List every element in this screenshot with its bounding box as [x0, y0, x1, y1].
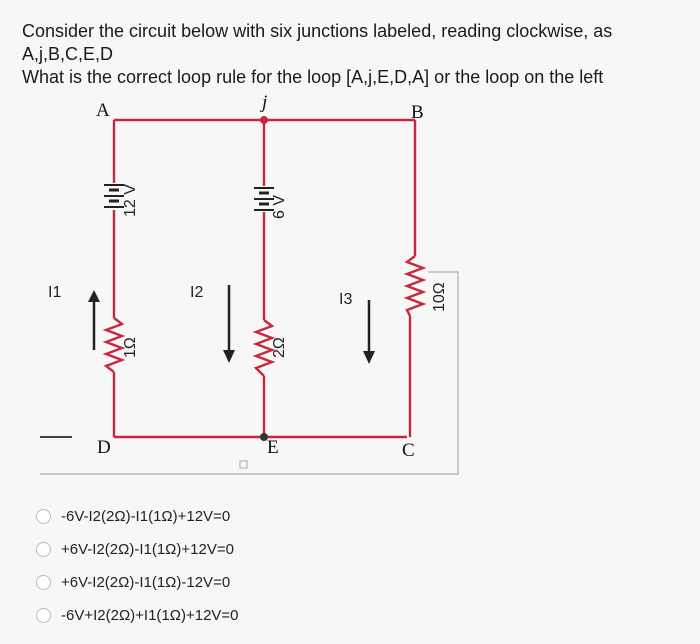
junction-c-label: C [402, 440, 415, 461]
resistor-10ohm-label: 10Ω [431, 282, 448, 312]
question-line-1: Consider the circuit below with six junc… [22, 21, 613, 64]
current-label-i2: I2 [190, 284, 203, 301]
right-bracket-line [40, 271, 459, 475]
battery-6v-symbol [254, 187, 274, 211]
battery-6v-label: 6 V [271, 195, 288, 219]
current-arrow-i1 [88, 290, 100, 350]
junction-e-dot [260, 433, 268, 441]
option-1[interactable]: -6V-I2(2Ω)-I1(1Ω)+12V=0 [36, 500, 396, 533]
radio-button[interactable] [36, 575, 51, 590]
option-3-label: +6V-I2(2Ω)-I1(1Ω)-12V=0 [61, 574, 231, 591]
radio-button[interactable] [36, 542, 51, 557]
radio-button[interactable] [36, 509, 51, 524]
junction-j-dot [260, 116, 268, 124]
resistor-10ohm-symbol [403, 255, 427, 317]
bottom-handle [239, 460, 248, 469]
battery-12v-label: 12 V [122, 184, 139, 217]
junction-d-label: D [97, 437, 111, 458]
question-line-2: What is the correct loop rule for the lo… [22, 67, 604, 87]
option-4-label: -6V+I2(2Ω)+I1(1Ω)+12V=0 [61, 607, 239, 624]
resistor-1ohm-symbol [102, 317, 126, 373]
option-3[interactable]: +6V-I2(2Ω)-I1(1Ω)-12V=0 [36, 566, 396, 599]
junction-j-label: j [259, 92, 267, 113]
current-label-i3: I3 [339, 291, 352, 308]
current-label-i1: I1 [48, 284, 61, 301]
option-2[interactable]: +6V-I2(2Ω)-I1(1Ω)+12V=0 [36, 533, 396, 566]
option-1-label: -6V-I2(2Ω)-I1(1Ω)+12V=0 [61, 508, 231, 525]
resistor-2ohm-label: 2Ω [271, 337, 288, 358]
current-arrow-i3 [363, 300, 375, 364]
current-arrow-i2 [223, 285, 235, 363]
junction-a-label: A [96, 100, 110, 121]
junction-e-label: E [267, 437, 279, 458]
option-2-label: +6V-I2(2Ω)-I1(1Ω)+12V=0 [61, 541, 234, 558]
circuit-diagram: A j B D E C I1 I2 I3 12 V 6 V 1Ω 2Ω 10Ω [40, 92, 459, 475]
option-4[interactable]: -6V+I2(2Ω)+I1(1Ω)+12V=0 [36, 599, 396, 632]
radio-button[interactable] [36, 608, 51, 623]
answer-options: -6V-I2(2Ω)-I1(1Ω)+12V=0 +6V-I2(2Ω)-I1(1Ω… [36, 500, 396, 632]
resistor-2ohm-symbol [252, 319, 276, 377]
resistor-1ohm-label: 1Ω [122, 337, 139, 358]
question-text: Consider the circuit below with six junc… [22, 20, 692, 89]
junction-b-label: B [411, 102, 424, 123]
battery-12v-symbol [104, 184, 124, 208]
